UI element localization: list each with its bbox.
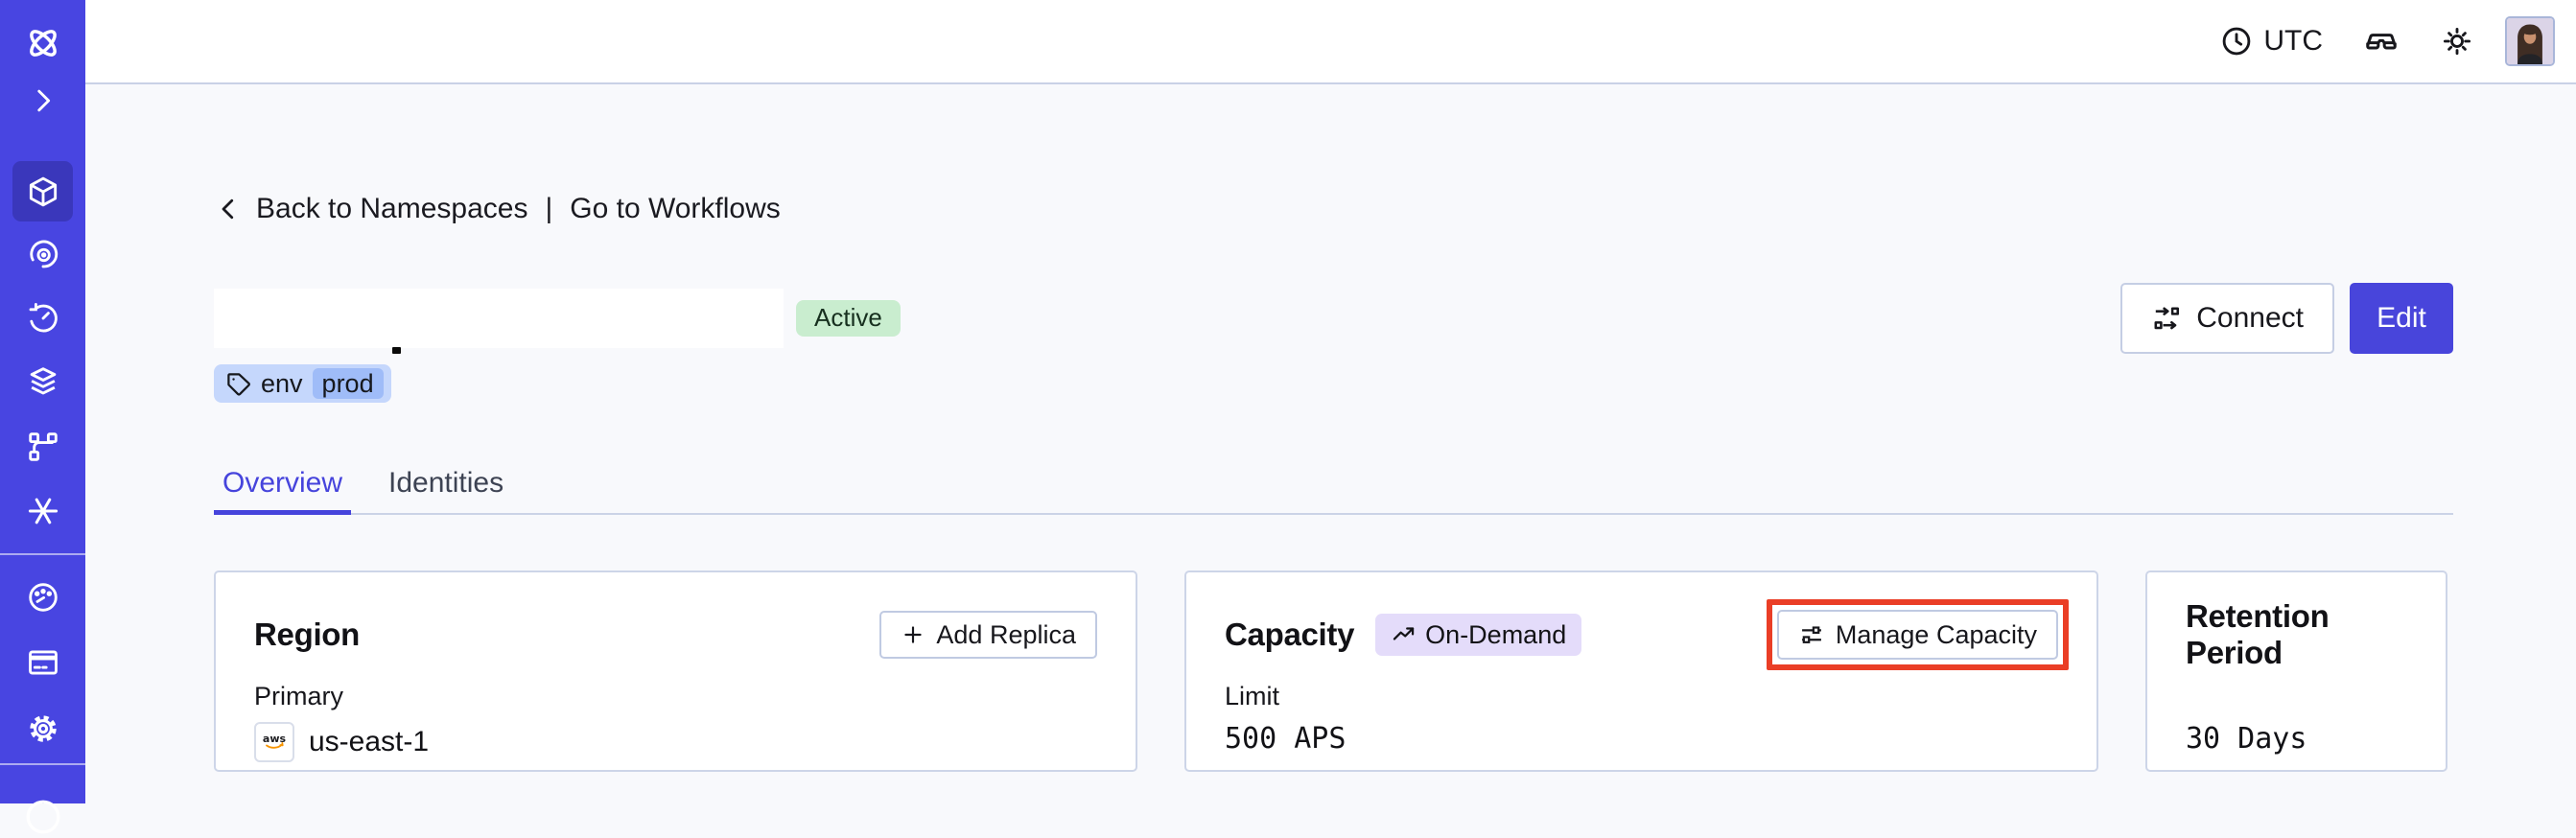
go-to-workflows-link[interactable]: Go to Workflows [570, 193, 781, 224]
retention-empty-label [2186, 682, 2407, 714]
retention-card: Retention Period 30 Days [2145, 570, 2447, 772]
clock-icon [2223, 27, 2251, 56]
timezone-selector[interactable]: UTC [2219, 24, 2323, 58]
aws-provider-badge: aws [254, 722, 294, 762]
edit-button-label: Edit [2377, 301, 2426, 334]
back-to-namespaces-link[interactable]: Back to Namespaces [256, 193, 528, 224]
connect-flow-icon [2154, 306, 2180, 329]
region-value: us-east-1 [309, 726, 430, 757]
namespace-header: Active Connect Edit [214, 281, 2453, 355]
sun-icon [2443, 27, 2471, 56]
sidebar-item-support[interactable] [0, 775, 85, 834]
usage-gauge-icon [28, 583, 58, 612]
aws-logo-icon: aws [263, 733, 287, 749]
tag-key: env [261, 368, 303, 398]
status-badge: Active [796, 299, 901, 337]
sidebar-item-workflows[interactable] [0, 224, 85, 284]
user-avatar[interactable] [2505, 16, 2555, 66]
sliders-icon [1801, 626, 1821, 643]
theme-toggle[interactable] [2440, 24, 2474, 58]
capacity-value: 500 APS [1225, 722, 1347, 756]
svg-text:aws: aws [263, 733, 287, 745]
sidebar-item-settings[interactable] [0, 699, 85, 758]
batch-asterisk-icon [28, 498, 58, 524]
retention-value: 30 Days [2186, 722, 2307, 756]
tag-value: prod [312, 368, 384, 399]
settings-gear-icon [29, 715, 57, 742]
avatar-image [2507, 18, 2553, 64]
edit-button[interactable]: Edit [2350, 282, 2453, 354]
sidebar-item-usage[interactable] [0, 568, 85, 627]
breadcrumb-separator: | [545, 193, 553, 224]
sidebar-item-billing[interactable] [0, 633, 85, 692]
billing-card-icon [28, 650, 58, 675]
chevron-left-icon [222, 198, 234, 220]
breadcrumb: Back to Namespaces | Go to Workflows [214, 192, 2453, 226]
overview-cards: Region Add Replica Primary aws [214, 570, 2453, 772]
tab-bar: Overview Identities [214, 466, 2453, 515]
on-demand-label: On-Demand [1425, 619, 1567, 649]
nexus-branch-icon [28, 432, 58, 461]
sidebar-item-batch[interactable] [0, 481, 85, 541]
redacted-text-artifact [392, 347, 401, 354]
workflows-spiral-icon [29, 240, 58, 268]
schedules-timer-icon [29, 303, 58, 333]
on-demand-badge: On-Demand [1375, 614, 1582, 656]
manage-capacity-button[interactable]: Manage Capacity [1776, 610, 2058, 660]
trending-up-icon [1393, 626, 1415, 640]
temporal-logo[interactable] [0, 13, 85, 73]
sidebar-item-schedules[interactable] [0, 289, 85, 348]
support-circle-icon [26, 800, 59, 834]
sidebar-item-nexus[interactable] [0, 417, 85, 477]
top-bar: UTC [85, 0, 2576, 84]
capacity-card: Capacity On-Demand [1184, 570, 2098, 772]
namespace-name-redacted [214, 288, 784, 348]
sidebar-divider [0, 763, 85, 765]
add-replica-label: Add Replica [936, 619, 1076, 649]
chevron-right-icon [36, 89, 50, 112]
manage-capacity-label: Manage Capacity [1835, 619, 2037, 649]
highlight-annotation: Manage Capacity [1766, 599, 2069, 670]
labs-toggle[interactable] [2363, 23, 2400, 59]
region-card: Region Add Replica Primary aws [214, 570, 1137, 772]
connect-button-label: Connect [2196, 301, 2304, 334]
tag-chip: env prod [214, 364, 391, 403]
timezone-label: UTC [2263, 25, 2323, 57]
region-card-title: Region [254, 617, 361, 652]
capacity-limit-label: Limit [1225, 682, 1280, 710]
sidebar-item-deployments[interactable] [0, 352, 85, 411]
deployments-layers-icon [30, 367, 56, 395]
region-primary-label: Primary [254, 682, 343, 710]
sidebar-expand-button[interactable] [0, 71, 85, 130]
sidebar-divider [0, 553, 85, 555]
glasses-icon [2366, 34, 2397, 50]
temporal-logo-icon [29, 30, 57, 57]
tab-overview[interactable]: Overview [214, 466, 352, 515]
retention-card-title: Retention Period [2186, 598, 2330, 670]
plus-icon [904, 626, 923, 643]
tags-row: env prod [214, 364, 2453, 403]
main-content: Back to Namespaces | Go to Workflows Act… [85, 84, 2576, 803]
tab-identities[interactable]: Identities [388, 467, 504, 499]
sidebar [0, 0, 85, 834]
sidebar-item-namespaces[interactable] [12, 161, 73, 221]
namespaces-cube-icon [29, 176, 57, 206]
connect-button[interactable]: Connect [2120, 282, 2334, 354]
tag-icon [227, 372, 250, 396]
add-replica-button[interactable]: Add Replica [879, 611, 1097, 659]
capacity-card-title: Capacity [1225, 617, 1355, 652]
